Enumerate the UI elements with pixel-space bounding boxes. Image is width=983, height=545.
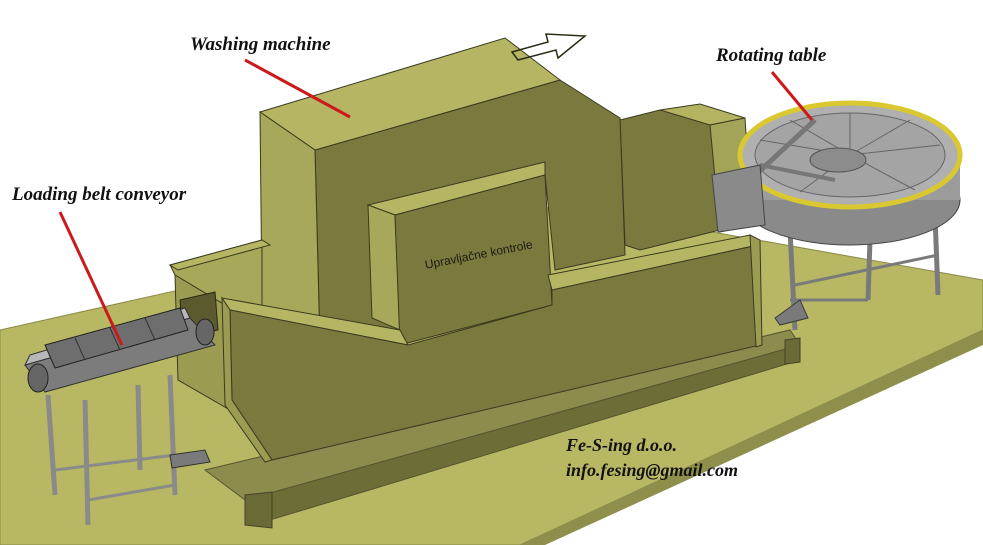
company-info: Fe-S-ing d.o.o. info.fesing@gmail.com: [566, 433, 738, 483]
machine-base: [203, 329, 801, 529]
label-loading-belt-conveyor: Loading belt conveyor: [12, 184, 187, 205]
floor-platform-edge: [520, 330, 983, 545]
company-name: Fe-S-ing d.o.o.: [566, 435, 678, 455]
loading-belt-conveyor: [24, 307, 216, 526]
pointer-loading-belt: [58, 211, 124, 346]
pointer-rotating-table: [770, 71, 814, 121]
label-rotating-table: Rotating table: [716, 45, 827, 66]
label-washing-machine: Washing machine: [190, 34, 331, 55]
washing-machine: [168, 37, 763, 463]
company-email: info.fesing@gmail.com: [566, 460, 738, 480]
pointer-washing-machine: [244, 58, 351, 119]
rotating-table: [711, 100, 963, 331]
direction-arrow-icon: [510, 33, 587, 61]
